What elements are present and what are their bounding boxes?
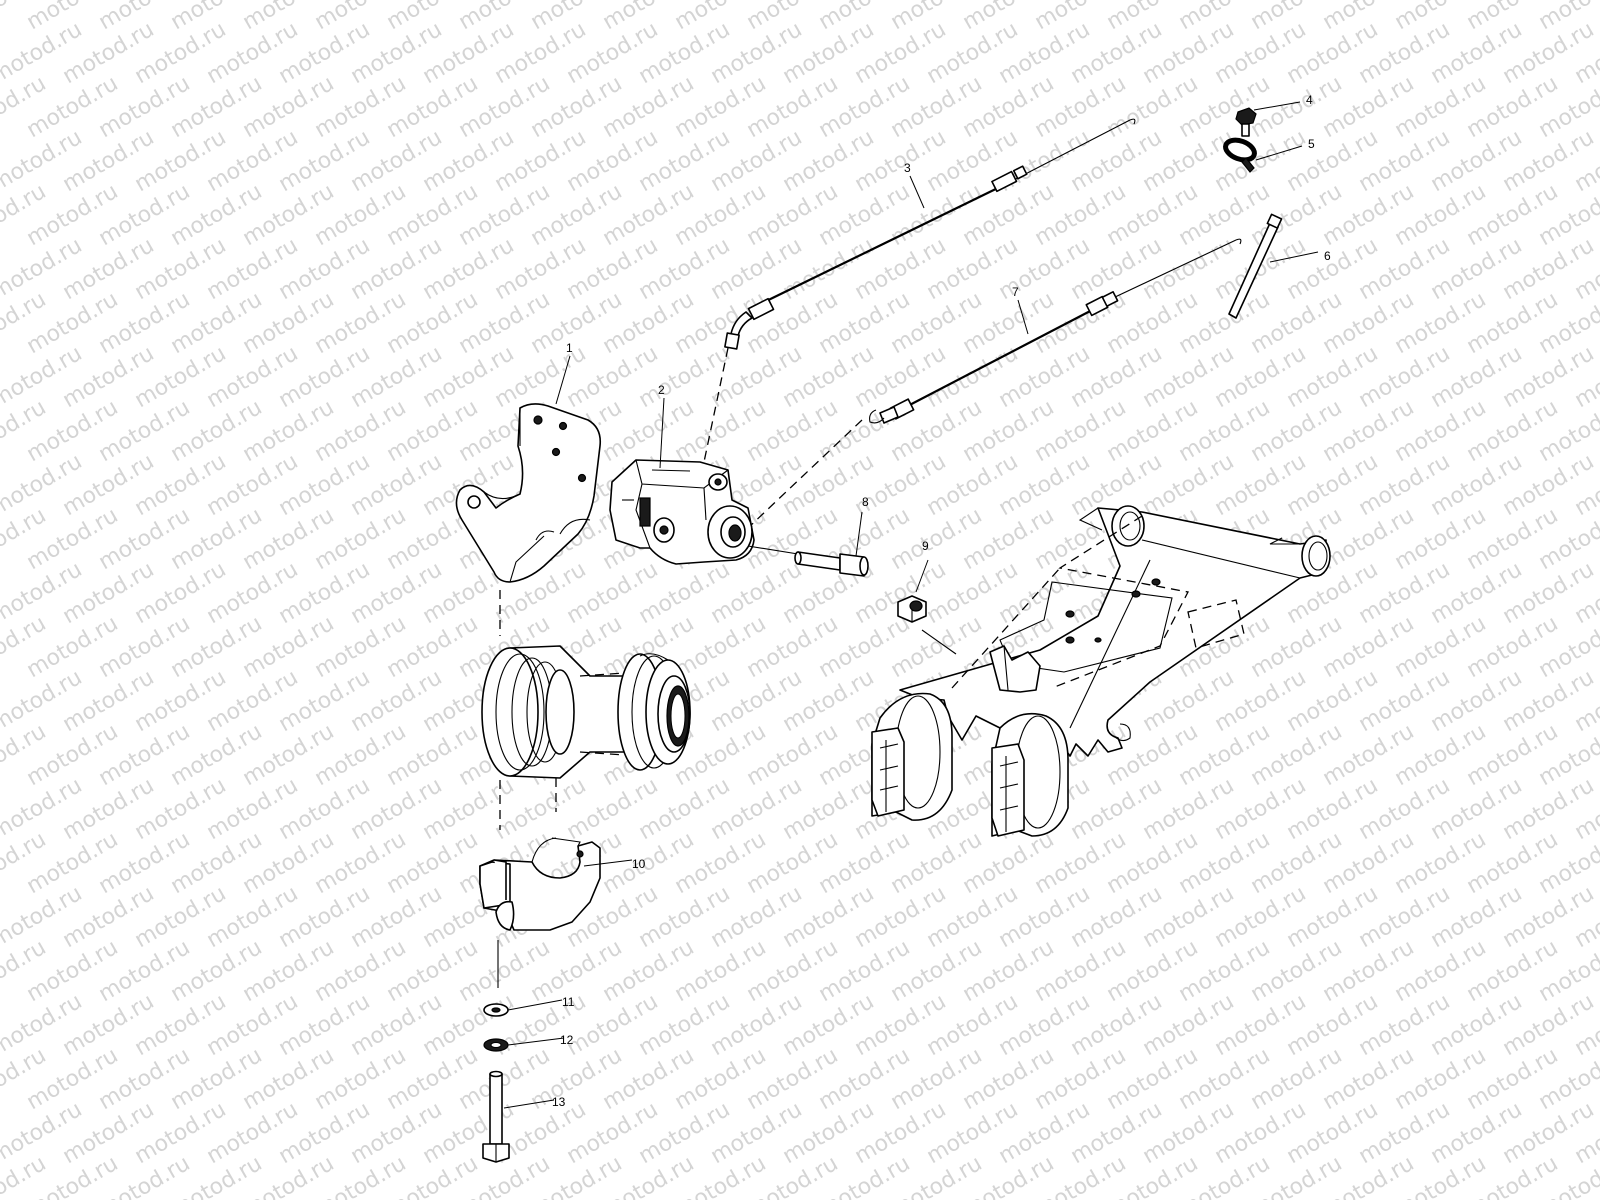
- callout-5: 5: [1308, 137, 1315, 151]
- callouts: 1 2 3 4 5 6 7 8 9 10 11 12 13: [552, 93, 1331, 1109]
- brake-caliper-icon: [609, 459, 755, 565]
- cable-tie-icon: [1228, 213, 1283, 319]
- leader-lines: [503, 101, 1319, 1109]
- bearing-carrier-icon: [481, 590, 691, 830]
- callout-13: 13: [552, 1095, 566, 1109]
- pin-icon: [747, 545, 869, 577]
- brake-cable-icon: [703, 118, 1136, 463]
- callout-12: 12: [560, 1033, 574, 1047]
- caliper-bracket-icon: [455, 403, 602, 583]
- callout-7: 7: [1012, 285, 1019, 299]
- screw-icon: [1235, 107, 1257, 137]
- parking-brake-cable-icon: [747, 238, 1242, 529]
- swing-arm-icon: [871, 505, 1331, 837]
- callout-3: 3: [904, 161, 911, 175]
- nut-icon: [897, 595, 957, 655]
- callout-2: 2: [658, 383, 665, 397]
- bolt-icon: [482, 1070, 510, 1163]
- bearing-cap-icon: [479, 837, 601, 988]
- callout-10: 10: [632, 857, 646, 871]
- cable-clamp-icon: [1223, 137, 1257, 173]
- callout-1: 1: [566, 341, 573, 355]
- lock-washer-icon: [483, 1038, 509, 1052]
- callout-9: 9: [922, 539, 929, 553]
- callout-8: 8: [862, 495, 869, 509]
- callout-4: 4: [1306, 93, 1313, 107]
- washer-icon: [483, 1003, 509, 1017]
- callout-11: 11: [562, 995, 575, 1009]
- callout-6: 6: [1324, 249, 1331, 263]
